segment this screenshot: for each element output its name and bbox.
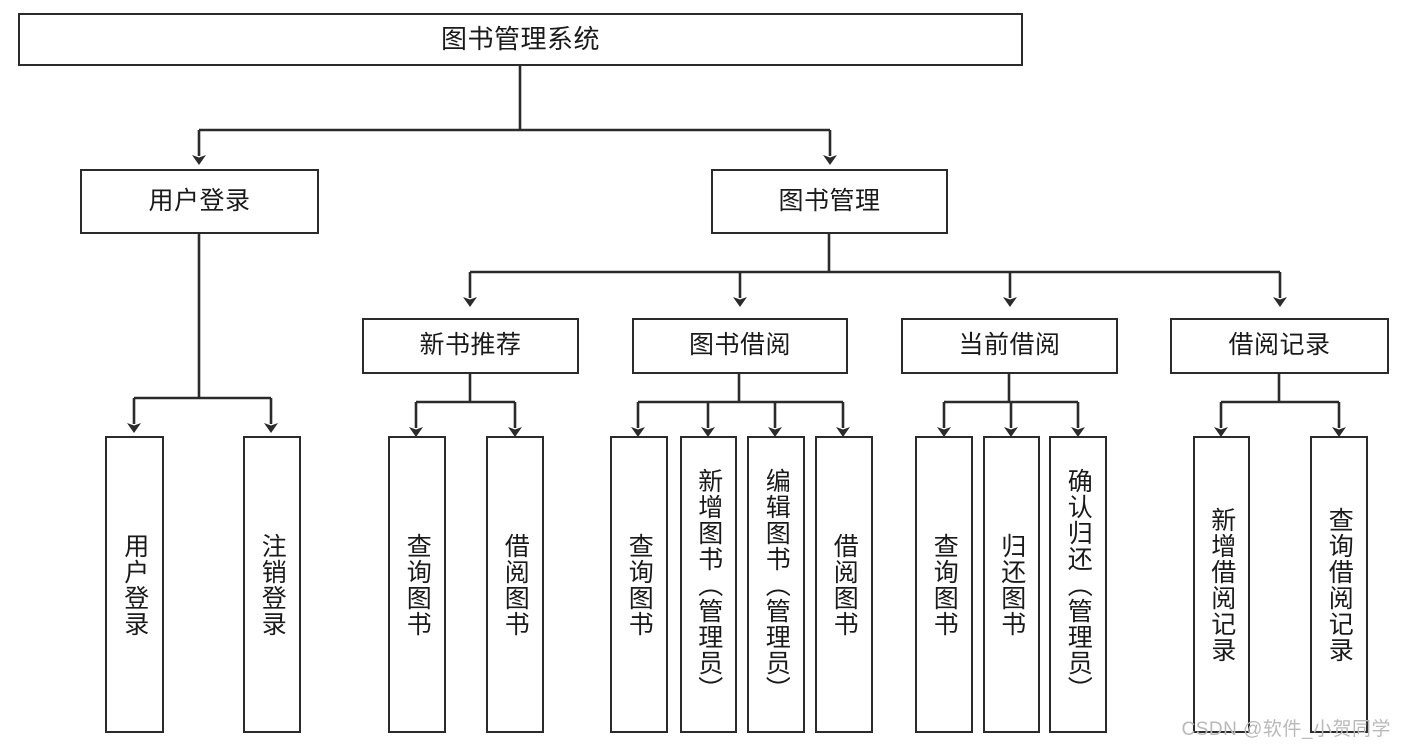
leaf-borrow-books-recommendation[interactable]: 借阅图书: [486, 436, 544, 733]
node-label: 借阅记录: [1228, 331, 1331, 360]
leaf-borrow-books-borrowing[interactable]: 借阅图书: [815, 436, 873, 733]
node-borrowing-records[interactable]: 借阅记录: [1170, 318, 1389, 374]
node-label: 查询借阅记录: [1325, 506, 1354, 663]
node-label: 借阅图书: [501, 532, 530, 637]
leaf-query-borrow-record[interactable]: 查询借阅记录: [1310, 436, 1368, 733]
leaf-return-books[interactable]: 归还图书: [983, 436, 1040, 733]
node-label: 图书借阅: [688, 331, 791, 360]
node-label: 编辑图书（管理员）: [762, 467, 791, 702]
node-label: 图书管理: [778, 186, 881, 215]
node-label: 新书推荐: [419, 331, 522, 360]
node-new-book-recommendation[interactable]: 新书推荐: [362, 318, 579, 374]
node-label: 新增借阅记录: [1207, 506, 1236, 663]
node-label: 查询图书: [403, 532, 432, 637]
node-label: 注销登录: [258, 532, 287, 637]
node-label: 新增图书（管理员）: [694, 467, 723, 702]
leaf-add-book-admin[interactable]: 新增图书（管理员）: [680, 436, 737, 733]
leaf-edit-book-admin[interactable]: 编辑图书（管理员）: [747, 436, 805, 733]
leaf-user-login[interactable]: 用户登录: [105, 436, 164, 733]
node-label: 查询图书: [625, 532, 654, 637]
node-current-borrowing[interactable]: 当前借阅: [901, 318, 1118, 374]
node-label: 归还图书: [997, 532, 1026, 637]
node-user-login[interactable]: 用户登录: [80, 169, 319, 234]
leaf-logout[interactable]: 注销登录: [243, 436, 301, 733]
leaf-search-books-borrowing[interactable]: 查询图书: [610, 436, 668, 733]
node-label: 借阅图书: [830, 532, 859, 637]
leaf-search-books-recommendation[interactable]: 查询图书: [388, 436, 446, 733]
node-label: 当前借阅: [958, 331, 1061, 360]
node-label: 用户登录: [148, 186, 251, 215]
node-book-management[interactable]: 图书管理: [711, 169, 948, 234]
node-label: 用户登录: [120, 532, 149, 637]
node-root-book-management-system[interactable]: 图书管理系统: [18, 13, 1023, 66]
node-label: 查询图书: [930, 532, 959, 637]
leaf-confirm-return-admin[interactable]: 确认归还（管理员）: [1049, 436, 1107, 733]
node-label: 确认归还（管理员）: [1064, 467, 1093, 702]
leaf-add-borrow-record[interactable]: 新增借阅记录: [1193, 436, 1250, 733]
node-label: 图书管理系统: [440, 24, 600, 55]
leaf-search-books-current[interactable]: 查询图书: [915, 436, 973, 733]
node-book-borrowing[interactable]: 图书借阅: [632, 318, 848, 374]
